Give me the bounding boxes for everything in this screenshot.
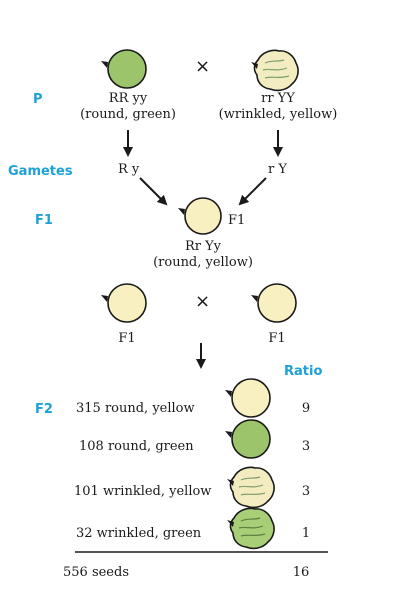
total-text: 556 seeds [63,565,129,580]
cross-symbol-f1: × [195,291,211,312]
total-ratio: 16 [292,565,310,580]
f2-row-text: 315 round, yellow [76,401,195,416]
label-f2: F2 [35,402,53,417]
f1-genotype: Rr Yy [184,239,222,254]
f2-row-text: 101 wrinkled, yellow [74,484,212,499]
seed-f1-left-icon [101,283,147,323]
cross-symbol-p: × [195,56,211,77]
f2-row-ratio: 9 [301,401,311,416]
f2-row-ratio: 3 [301,484,311,499]
f2-row-ratio: 1 [301,526,311,541]
f2-row-ratio: 3 [301,439,311,454]
label-f1: F1 [35,213,53,228]
parent-right-genotype: rr YY [261,91,295,106]
parent-left-phenotype: (round, green) [80,107,176,122]
parent-right-phenotype: (wrinkled, yellow) [218,107,338,122]
seed-f1-icon [178,197,222,235]
arrow-gamete-left [139,177,168,206]
label-p: P [33,92,43,107]
f1-phenotype: (round, yellow) [153,255,253,270]
seed-wrinkled-yellow-icon [251,49,299,92]
f2-row-text: 32 wrinkled, green [76,526,202,541]
f1-cross-left-label: F1 [118,331,136,346]
f2-row-text: 108 round, green [79,439,194,454]
f1-cross-right-label: F1 [268,331,286,346]
seed-wrinkled-yellow-f2-icon [227,466,275,509]
seed-round-green-icon [101,49,147,89]
f1-seed-label: F1 [228,213,246,228]
parent-left-genotype: RR yy [108,91,148,106]
seed-round-yellow-icon [225,378,271,418]
gamete-right: r Y [268,162,287,177]
label-gametes: Gametes [8,164,73,179]
label-ratio: Ratio [284,364,323,379]
gamete-left: R y [118,162,140,177]
arrow-gamete-right [238,177,267,206]
seed-wrinkled-green-icon [227,507,275,550]
seed-round-green-f2-icon [225,419,271,459]
seed-f1-right-icon [251,283,297,323]
